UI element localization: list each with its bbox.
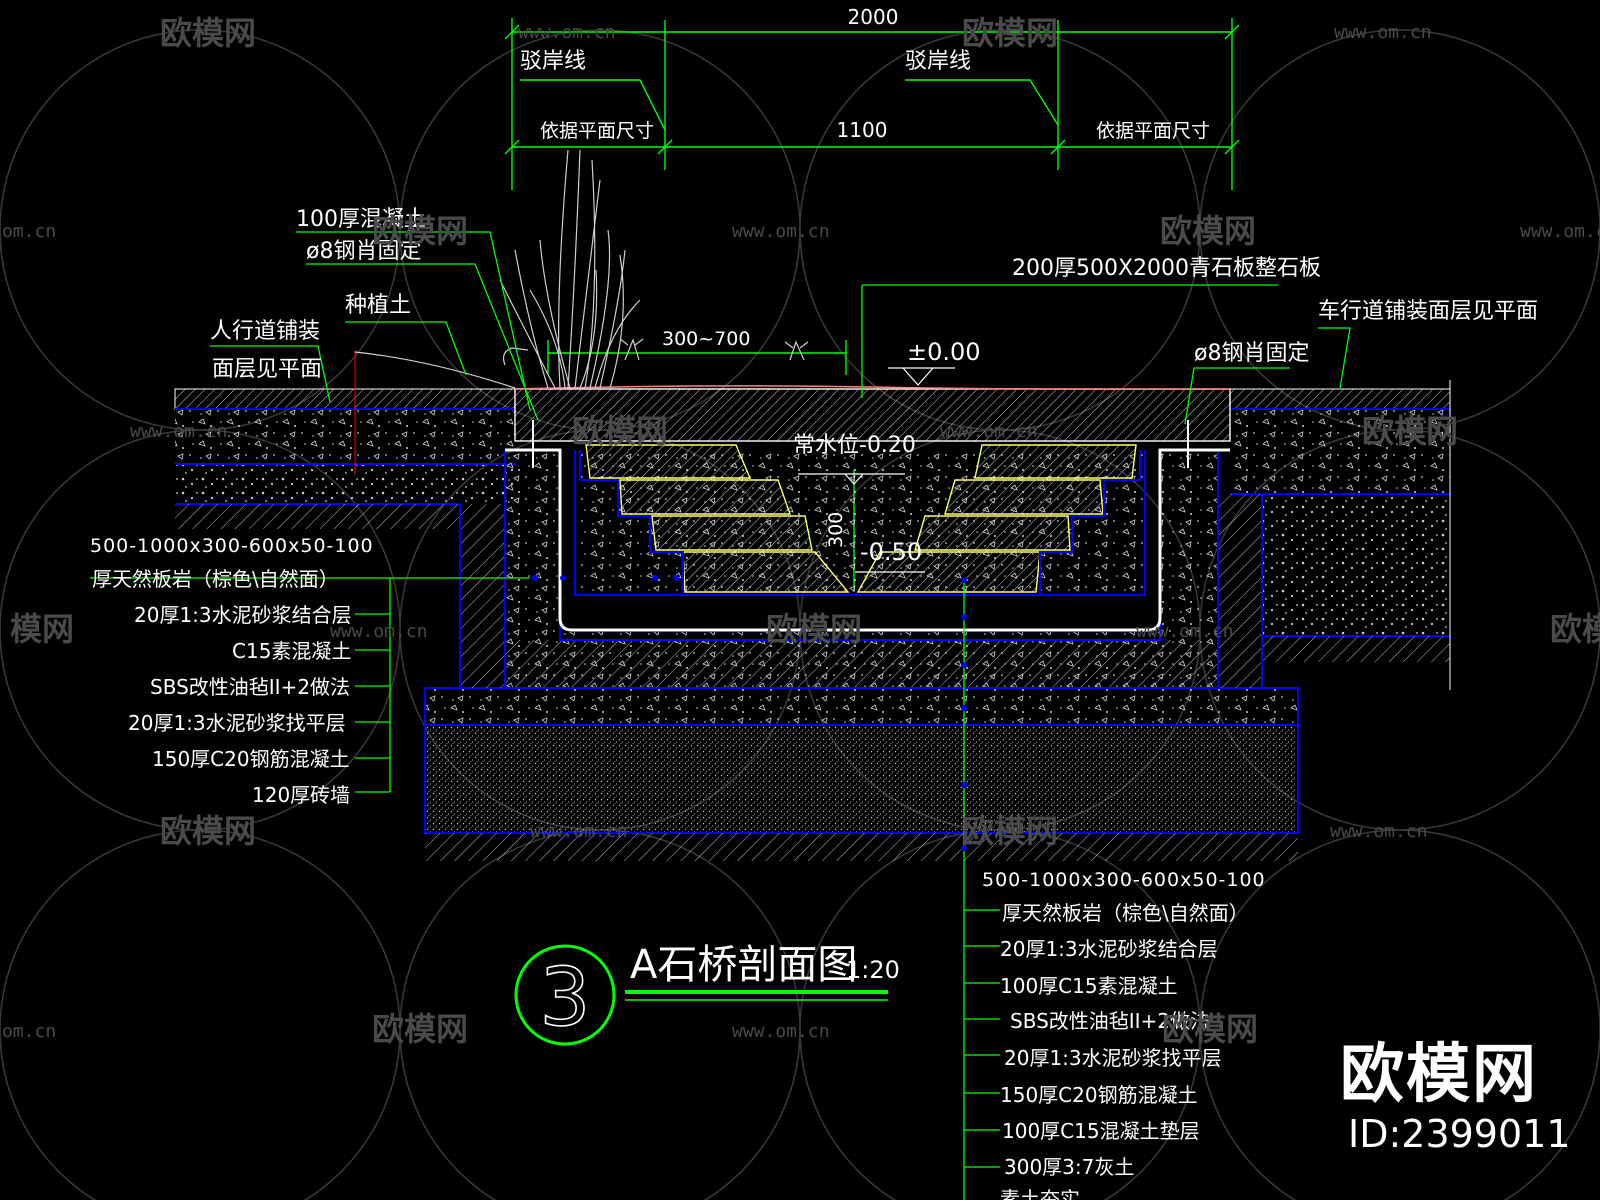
bottom-layer-6: 150厚C20钢筋混凝土 xyxy=(1000,1083,1198,1107)
watermark-url: www.om.cn xyxy=(1136,621,1234,642)
label-slab: 200厚500X2000青石板整石板 xyxy=(1012,256,1321,281)
left-layer-7: 120厚砖墙 xyxy=(252,783,350,807)
watermark-brand: 欧模网 xyxy=(1362,412,1458,450)
bank-line-left: 驳岸线 xyxy=(520,49,586,74)
watermark-brand: 欧模网 xyxy=(1162,1010,1258,1048)
bottom-layer-9: 素土夯实 xyxy=(1000,1187,1080,1200)
label-pin-left: ø8钢肖固定 xyxy=(306,239,421,264)
water-level: 常水位-0.20 xyxy=(793,433,916,458)
label-sidewalk-2: 面层见平面 xyxy=(212,357,322,382)
title-name: A石桥剖面图 xyxy=(630,942,857,988)
watermark-brand: 欧模网 xyxy=(572,412,668,450)
stone-steps xyxy=(585,444,1137,593)
left-layer-1: 厚天然板岩（棕色\自然面） xyxy=(92,567,339,591)
bottom-layer-0: 500-1000x300-600x50-100 xyxy=(982,869,1266,891)
bottom-layer-7: 100厚C15混凝土垫层 xyxy=(1002,1119,1200,1143)
watermark-url: www.om.cn xyxy=(732,1021,830,1042)
watermarks: 欧模网 欧模网 www.om.cn www.om.cn om.cn 欧模网 ww… xyxy=(2,14,1600,1048)
left-layer-4: SBS改性油毡II+2做法 xyxy=(150,675,350,699)
channel-walls xyxy=(459,448,1263,689)
watermark-brand: 欧模网 xyxy=(1160,212,1256,250)
level-markers xyxy=(798,367,955,573)
bottom-layer-1: 厚天然板岩（棕色\自然面） xyxy=(1002,901,1249,925)
left-pavement xyxy=(174,350,516,529)
dim-span: 300~700 xyxy=(662,328,750,350)
watermark-url-partial: om.cn xyxy=(2,1021,56,1042)
leader-dots xyxy=(532,575,967,851)
watermark-url: www.om.cn xyxy=(330,621,428,642)
brand-logo-text: 欧模网 xyxy=(1340,1038,1538,1112)
watermark-brand: 欧模网 xyxy=(160,14,256,52)
leader-lines xyxy=(90,231,1351,1200)
left-layer-6: 150厚C20钢筋混凝土 xyxy=(152,747,350,771)
foundation xyxy=(424,687,1299,861)
watermark-url: www.om.cn xyxy=(1520,221,1600,242)
planting xyxy=(354,149,809,389)
left-layer-5: 20厚1:3水泥砂浆找平层 xyxy=(128,711,346,735)
title-scale: 1:20 xyxy=(846,956,900,984)
bottom-layer-labels: 500-1000x300-600x50-100 厚天然板岩（棕色\自然面） 20… xyxy=(982,869,1266,1200)
bottom-layer-5: 20厚1:3水泥砂浆找平层 xyxy=(1004,1046,1222,1070)
bottom-layer-8: 300厚3:7灰土 xyxy=(1004,1155,1134,1179)
dim-depth: 300 xyxy=(825,512,847,548)
watermark-brand: 欧模网 xyxy=(962,14,1058,52)
label-pin-right: ø8钢肖固定 xyxy=(1194,341,1309,366)
label-planting-soil: 种植土 xyxy=(345,293,411,318)
step-outline xyxy=(579,450,1141,595)
dim-note-right: 依据平面尺寸 xyxy=(1096,120,1210,142)
stone-slab xyxy=(514,385,1231,468)
bottom-layer-3: 100厚C15素混凝土 xyxy=(1000,974,1178,998)
watermark-brand: 欧模网 xyxy=(1550,610,1600,648)
bank-line-right: 驳岸线 xyxy=(905,49,971,74)
left-layer-labels: 500-1000x300-600x50-100 厚天然板岩（棕色\自然面） 20… xyxy=(90,535,374,807)
label-concrete-100: 100厚混凝土 xyxy=(296,207,426,232)
watermark-brand: 欧模网 xyxy=(962,812,1058,850)
watermark-url: www.om.cn xyxy=(940,421,1038,442)
watermark-url: www.om.cn xyxy=(518,22,616,43)
left-layer-2: 20厚1:3水泥砂浆结合层 xyxy=(134,603,352,627)
watermark-url: www.om.cn xyxy=(1330,821,1428,842)
title-number: 3 xyxy=(540,951,591,1044)
left-layer-0: 500-1000x300-600x50-100 xyxy=(90,535,374,557)
bottom-level: -0.50 xyxy=(860,538,922,566)
watermark-url-partial: om.cn xyxy=(2,221,56,242)
level-zero: ±0.00 xyxy=(907,338,981,366)
dim-middle: 1100 xyxy=(837,118,888,142)
watermark-brand: 欧模网 xyxy=(160,812,256,850)
model-id: ID:2399011 xyxy=(1348,1112,1571,1156)
dim-note-left: 依据平面尺寸 xyxy=(540,120,654,142)
left-layer-3: C15素混凝土 xyxy=(232,639,351,663)
watermark-url: www.om.cn xyxy=(732,221,830,242)
watermark-brand: 欧模网 xyxy=(372,1010,468,1048)
label-road-paving: 车行道铺装面层见平面 xyxy=(1318,299,1538,324)
label-sidewalk-1: 人行道铺装 xyxy=(210,319,320,344)
watermark-url: www.om.cn xyxy=(530,821,628,842)
right-pavement xyxy=(1229,380,1451,690)
title-number-circle xyxy=(514,944,616,1046)
watermark-url: www.om.cn xyxy=(130,421,228,442)
bottom-layer-4: SBS改性油毡II+2做法 xyxy=(1010,1009,1210,1033)
watermark-brand: 欧模网 xyxy=(766,610,862,648)
watermark-brand-partial: 模网 xyxy=(10,610,74,648)
watermark-brand: 欧模网 xyxy=(372,212,468,250)
drawing-title: 3 A石桥剖面图 1:20 xyxy=(514,942,900,1046)
dim-total: 2000 xyxy=(848,5,899,29)
watermark-url: www.om.cn xyxy=(1334,22,1432,43)
bottom-layer-2: 20厚1:3水泥砂浆结合层 xyxy=(1000,937,1218,961)
